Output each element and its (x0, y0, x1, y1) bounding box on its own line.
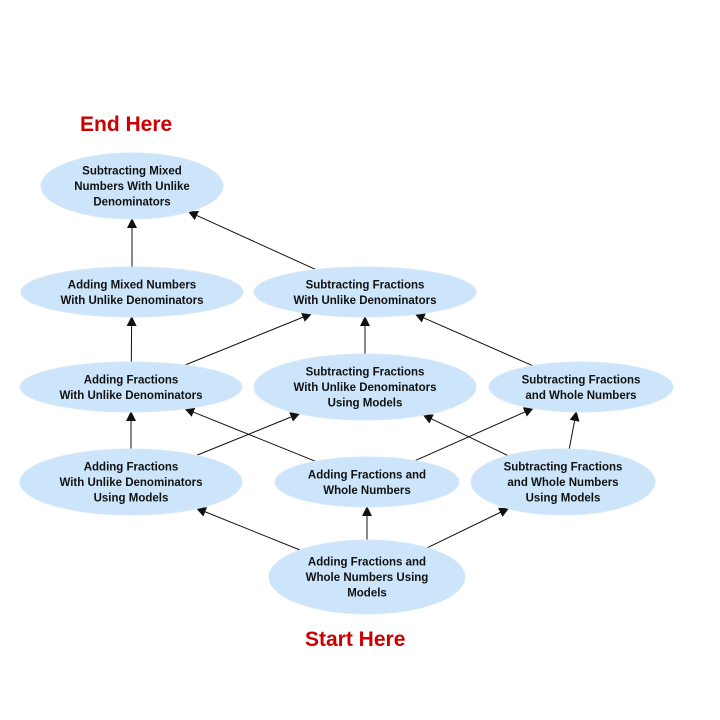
node-label-line: Numbers With Unlike (74, 181, 190, 193)
node-ellipse (470, 448, 656, 516)
arrow-sub_unlike-to-sub_mixed (187, 210, 317, 271)
arrow-sub_whole-to-sub_unlike (414, 313, 533, 367)
arrow-sub_whole_models-to-sub_whole (568, 411, 580, 450)
start-here-label: Start Here (305, 628, 406, 651)
node-label-line: Using Models (328, 398, 403, 410)
arrow-add_whole-to-sub_whole (414, 407, 534, 462)
node-label-line: Subtracting Fractions (504, 462, 623, 474)
node-label-line: Subtracting Fractions (306, 367, 425, 379)
node-label-line: Subtracting Fractions (306, 279, 425, 291)
node-label-line: With Unlike Denominators (59, 477, 202, 489)
node-label-line: Denominators (93, 197, 170, 209)
node-label-line: With Unlike Denominators (293, 295, 436, 307)
arrow-sub_whole_models-to-sub_unlike_models (422, 414, 509, 457)
node-ellipse (253, 353, 477, 421)
node-label-line: Adding Fractions (84, 462, 179, 474)
edges (126, 210, 580, 551)
node-sub-whole: Subtracting Fractions and Whole Numbers (488, 361, 674, 413)
node-ellipse (274, 456, 460, 508)
node-label-line: Using Models (94, 493, 169, 505)
arrow-add_unlike-to-sub_unlike (184, 312, 313, 366)
node-label-line: Adding Fractions (84, 374, 179, 386)
node-label-line: Whole Numbers Using (306, 572, 429, 584)
node-label-line: Subtracting Mixed (82, 166, 182, 178)
node-label-line: With Unlike Denominators (60, 295, 203, 307)
end-here-label: End Here (80, 113, 173, 136)
node-label-line: and Whole Numbers (507, 477, 618, 489)
node-label-line: Adding Fractions and (308, 469, 426, 481)
node-label-line: Adding Mixed Numbers (68, 279, 196, 291)
arrow-add_whole-to-add_unlike (184, 407, 316, 462)
arrow-add_whole_models-to-add_unlike_models (195, 507, 301, 551)
node-label-line: Adding Fractions and (308, 557, 426, 569)
node-ellipse (20, 266, 244, 318)
node-label-line: Whole Numbers (323, 485, 411, 497)
node-label-line: Subtracting Fractions (522, 374, 641, 386)
node-label-line: With Unlike Denominators (59, 390, 202, 402)
node-sub-whole-models: Subtracting Fractions and Whole NumbersUs… (470, 448, 656, 516)
node-ellipse (40, 152, 224, 220)
node-label-line: Models (347, 588, 387, 600)
node-label-line: Using Models (526, 493, 601, 505)
node-ellipse (268, 539, 466, 615)
node-ellipse (488, 361, 674, 413)
node-label-line: and Whole Numbers (525, 390, 636, 402)
node-label-line: With Unlike Denominators (293, 382, 436, 394)
arrow-add_whole_models-to-sub_whole_models (426, 507, 510, 549)
node-ellipse (19, 448, 243, 516)
node-ellipse (253, 266, 477, 318)
node-ellipse (19, 361, 243, 413)
